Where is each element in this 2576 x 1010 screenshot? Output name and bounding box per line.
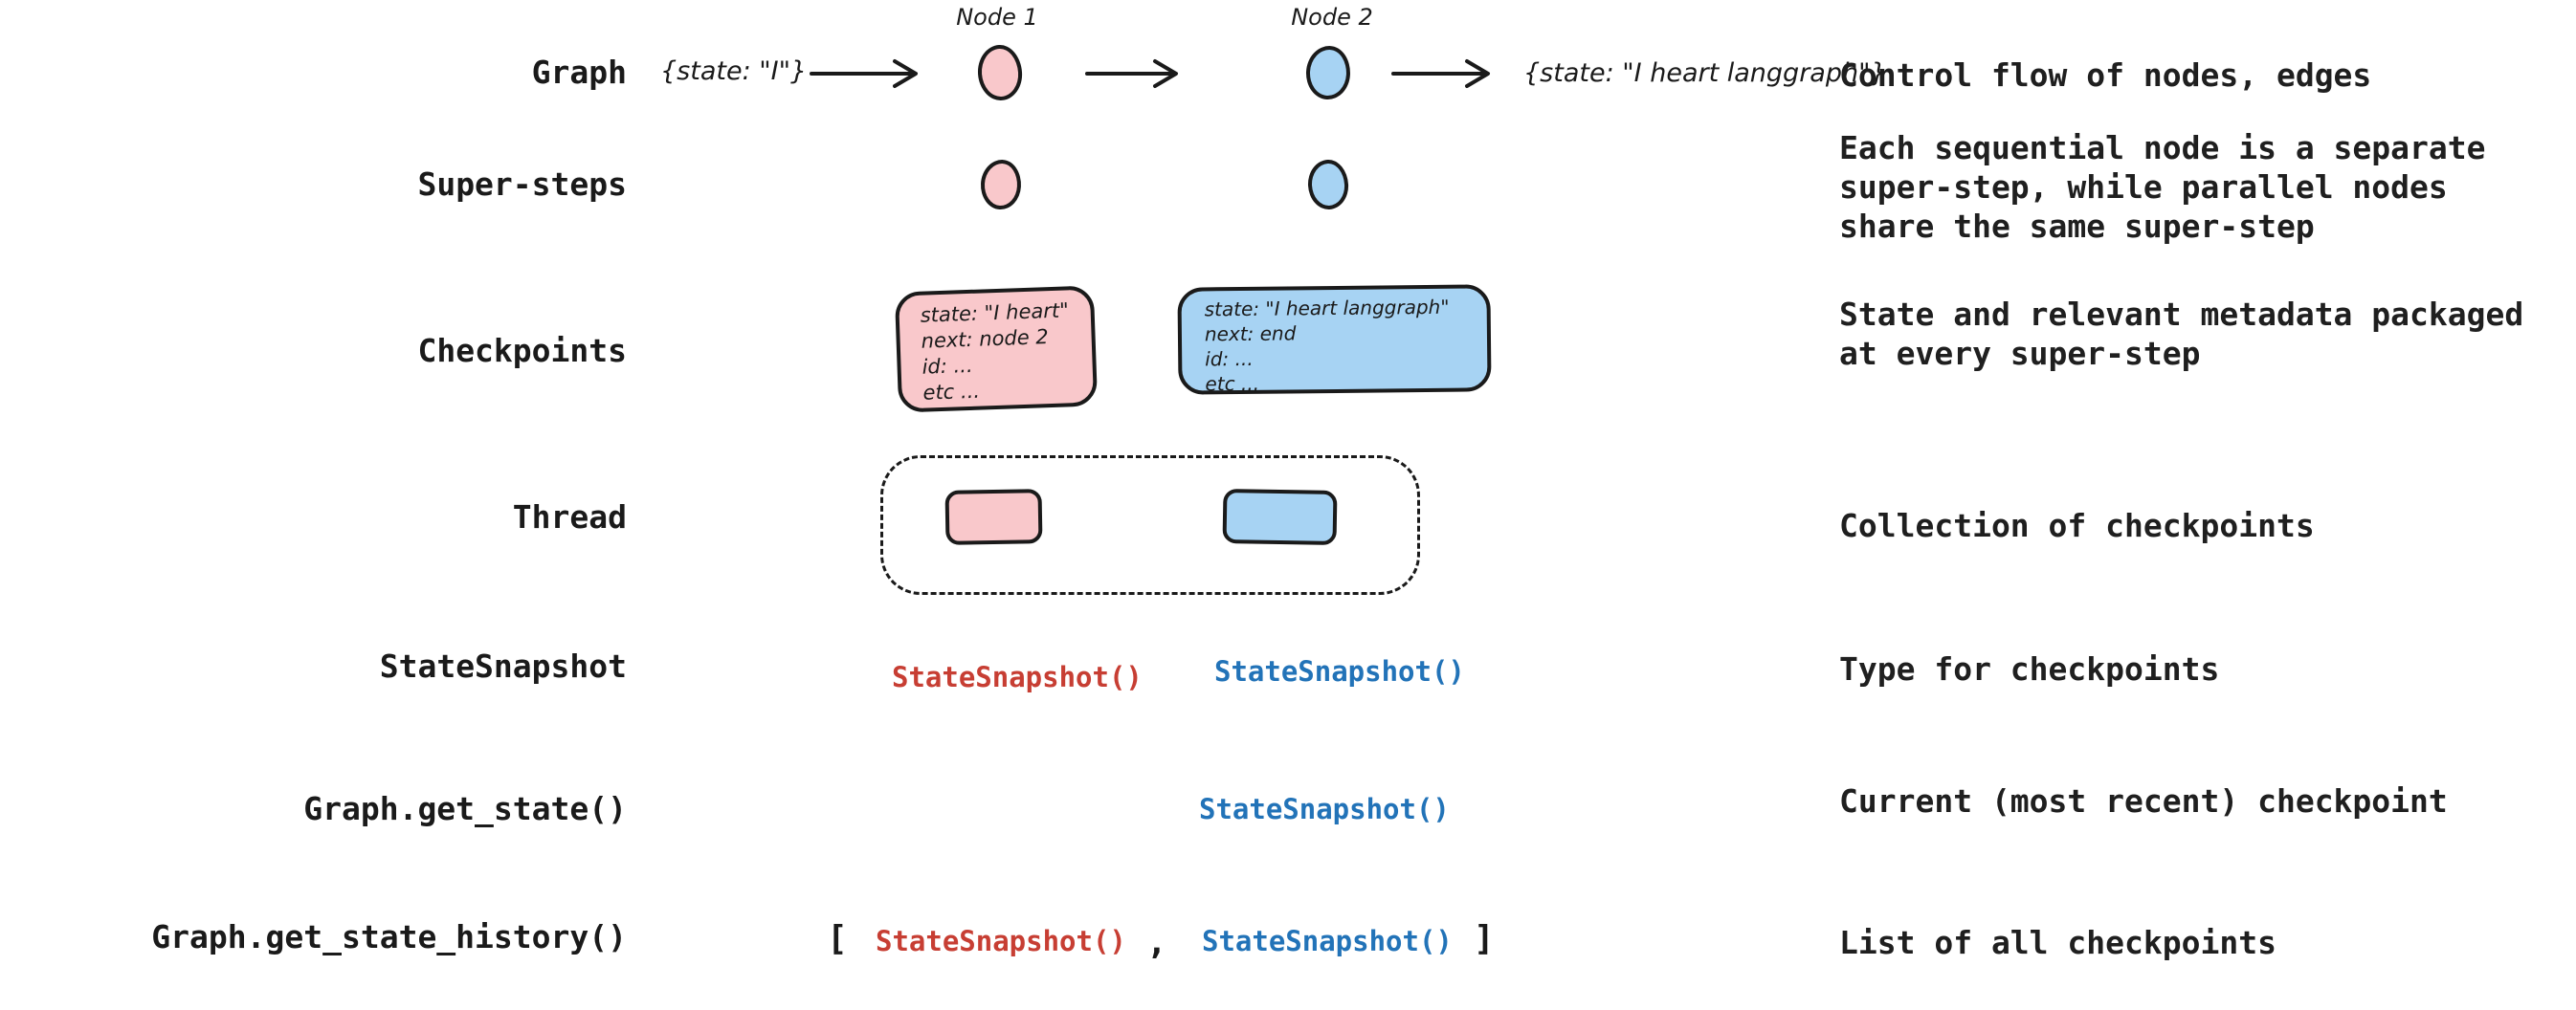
checkpoints-label: Checkpoints <box>417 332 627 369</box>
super-steps-label: Super-steps <box>417 165 627 203</box>
checkpoint-2-line: next: end <box>1204 321 1297 346</box>
thread-dashed-box <box>880 455 1420 595</box>
checkpoint-2-box: state: "I heart langgraph" next: end id:… <box>1177 284 1492 396</box>
graph-label: Graph <box>531 54 627 91</box>
edge-arrow-icon <box>1085 59 1178 88</box>
state-snapshot-blue-code: StateSnapshot() <box>1214 655 1465 688</box>
superstep-2-circle <box>1306 158 1350 211</box>
list-comma: , <box>1146 923 1167 962</box>
checkpoint-1-box: state: "I heart" next: node 2 id: ... et… <box>894 285 1099 413</box>
node-1-circle <box>976 43 1024 102</box>
get-state-history-description: List of all checkpoints <box>1839 924 2276 961</box>
input-state-annotation: {state: "I"} <box>660 56 808 86</box>
node2-title: Node 2 <box>1291 4 1373 31</box>
get-state-description: Current (most recent) checkpoint <box>1839 782 2448 820</box>
state-snapshot-description: Type for checkpoints <box>1839 650 2220 688</box>
output-arrow-icon <box>1391 59 1490 88</box>
thread-checkpoint-2 <box>1222 488 1338 546</box>
list-bracket-close: ] <box>1474 919 1495 958</box>
checkpoints-description: State and relevant metadata packaged at … <box>1839 295 2523 373</box>
superstep-1-circle <box>979 158 1023 211</box>
history-red-code: StateSnapshot() <box>876 925 1126 957</box>
input-arrow-icon <box>810 59 918 88</box>
graph-description: Control flow of nodes, edges <box>1839 56 2372 94</box>
state-snapshot-red-code: StateSnapshot() <box>892 661 1143 693</box>
history-blue-code: StateSnapshot() <box>1202 925 1453 957</box>
thread-checkpoint-1 <box>944 489 1043 545</box>
output-state-annotation: {state: "I heart langgraph"} <box>1523 58 1887 88</box>
super-steps-description-line: Each sequential node is a separate <box>1839 129 2486 166</box>
get-state-blue-code: StateSnapshot() <box>1199 793 1450 825</box>
super-steps-description: Each sequential node is a separate super… <box>1839 128 2486 246</box>
checkpoints-description-line: State and relevant metadata packaged <box>1839 296 2524 333</box>
get-state-label: Graph.get_state() <box>303 790 627 827</box>
node-2-circle <box>1304 44 1352 101</box>
thread-label: Thread <box>512 498 627 536</box>
thread-description: Collection of checkpoints <box>1839 507 2315 544</box>
node1-title: Node 1 <box>956 4 1038 31</box>
super-steps-description-line: share the same super-step <box>1839 208 2315 245</box>
get-state-history-label: Graph.get_state_history() <box>151 918 627 955</box>
checkpoint-2-line: state: "I heart langgraph" <box>1204 295 1450 321</box>
checkpoint-2-line: id: ... <box>1205 346 1254 371</box>
list-bracket-open: [ <box>827 919 848 958</box>
checkpoints-description-line: at every super-step <box>1839 335 2201 372</box>
checkpoint-2-line: etc ... <box>1205 371 1260 396</box>
state-snapshot-label: StateSnapshot <box>379 648 627 685</box>
super-steps-description-line: super-step, while parallel nodes <box>1839 168 2448 206</box>
checkpoint-1-line: etc ... <box>922 379 981 405</box>
